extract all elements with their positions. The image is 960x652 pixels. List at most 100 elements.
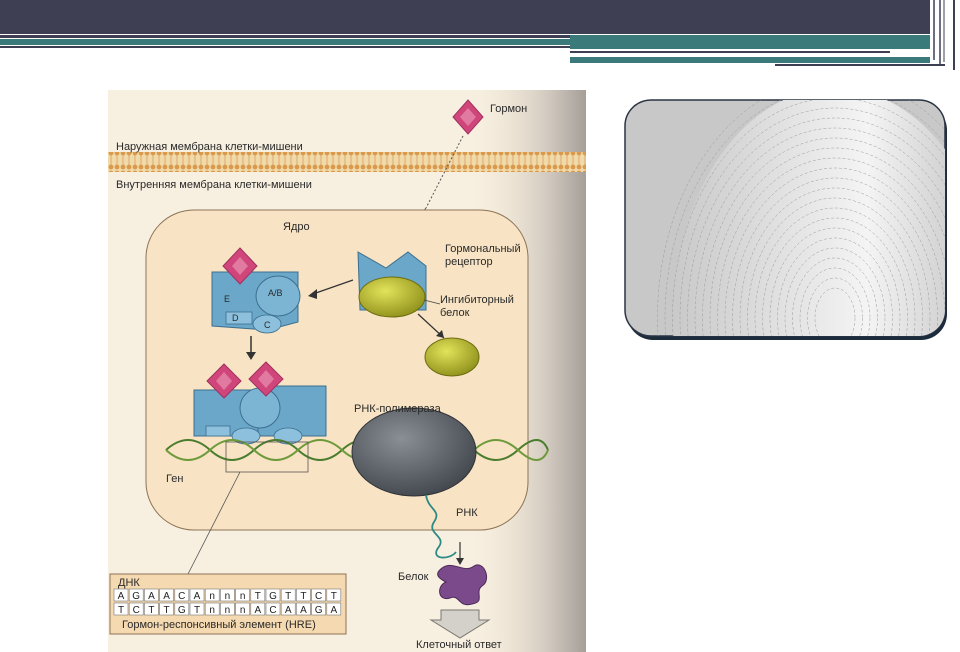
pattern-arc [702,137,945,336]
dna-cell [265,588,281,602]
protein-shape [437,564,487,606]
dna-cell [144,588,159,602]
receptor-label-line1: Гормональный [445,243,521,255]
dna-cell [174,588,190,602]
dna-base: n [209,605,215,616]
dna-cell [280,602,296,616]
dna-base: A [163,591,170,602]
pattern-arc [814,287,856,336]
receptor-dimer [193,361,327,445]
dna-cell [311,588,326,602]
inhibitor-protein-free [424,337,480,377]
dna-base: A [300,605,307,616]
outer-membrane-label: Наружная мембрана клетки-мишени [116,141,303,153]
dna-cell [326,602,342,616]
dna-base: A [330,605,337,616]
inhibitor-label-line2: белок [440,307,470,319]
dna-cell [311,602,326,616]
dna-base: G [178,605,186,616]
hormone-molecule [452,99,484,135]
pattern-arc [784,247,886,336]
inhibitor-label-line1: Ингибиторный [440,294,514,306]
header-bar [0,0,930,34]
dna-cell [296,602,311,616]
hre-box [225,441,309,473]
pattern-arc [679,107,945,336]
protein-label: Белок [398,571,429,583]
dna-base: T [285,591,291,602]
pattern-arc [807,277,863,336]
dna-base: A [194,591,201,602]
dna-cell [220,602,235,616]
rna-strand [425,494,457,559]
cell-response-label: Клеточный ответ [416,639,502,651]
dna-base: n [209,591,215,602]
inhibitor-pointer [423,299,441,305]
activation-arrow [312,279,354,295]
pattern-arc [664,100,945,336]
dna-base: C [133,605,140,616]
dna-cell [113,602,129,616]
nucleus-label: Ядро [283,221,310,233]
rna-polymerase-label: РНК-полимераза [354,403,442,415]
dna-base: T [194,605,200,616]
pattern-arc [724,167,945,336]
inhibitor-protein-bound [358,276,426,318]
dna-base: T [300,591,306,602]
pattern-arc [762,217,908,336]
hormone-path-outer [425,135,464,209]
pattern-arc [754,207,916,336]
receptor-label-line2: рецептор [445,256,493,268]
dna-base: G [132,591,140,602]
dna-base: G [269,591,277,602]
dna-base: A [118,591,125,602]
hre-label: Гормон-респонсивный элемент (HRE) [122,619,316,631]
dna-cell [174,602,190,616]
dna-label: ДНК [118,577,140,589]
dna-base: A [254,605,261,616]
release-arrow-head [436,330,444,338]
dna-cell [189,602,205,616]
dna-base: T [148,605,154,616]
dna-cell [280,588,296,602]
dna-cell [250,602,266,616]
gene-label: Ген [166,473,183,485]
dna-base: A [148,591,155,602]
dna-base: n [225,591,231,602]
dna-cell [204,588,220,602]
rna-polymerase [351,407,477,497]
pattern-arc [739,187,931,336]
dna-base: T [118,605,124,616]
dna-cell [144,602,159,616]
cell-membrane [108,152,586,172]
hormone-receptor-diagram: Наружная мембрана клетки-мишени Внутренн… [108,90,586,652]
dna-base: n [225,605,231,616]
dna-base: A [285,605,292,616]
dna-cell [159,602,174,616]
dna-cell [128,602,144,616]
hormone-label: Гормон [490,103,527,115]
image-placeholder-panel [623,98,947,342]
domain-ab-label: A/B [268,288,283,298]
active-receptor [211,247,301,334]
dna-base: T [255,591,261,602]
domain-d-label: D [232,313,239,323]
dna-cell [189,588,205,602]
dna-cell [235,588,250,602]
dna-cell [128,588,144,602]
cell-response-arrow [429,609,491,639]
dna-cell [204,602,220,616]
dna-cell [326,588,342,602]
activation-arrow-head [308,289,317,299]
dna-cell [250,588,266,602]
dna-cell [113,588,129,602]
pattern-arc [694,127,945,336]
pattern-arc [732,177,938,336]
dna-base: C [269,605,276,616]
translation-arrow-head [456,558,464,565]
pattern-arc [777,237,893,336]
dna-base: C [315,591,322,602]
